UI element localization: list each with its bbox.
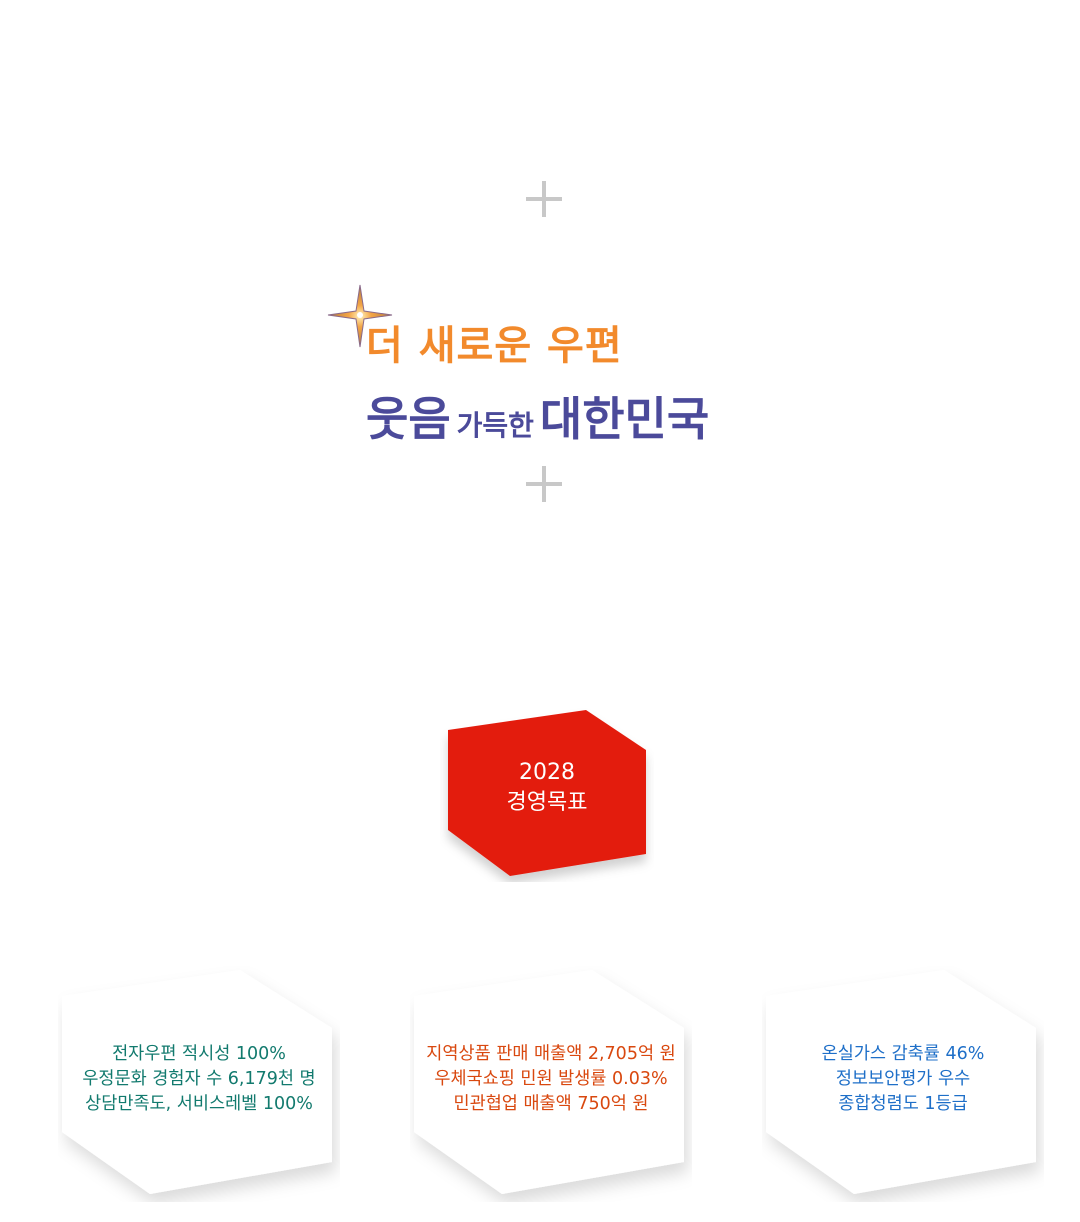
card-text: 전자우편 적시성 100% 우정문화 경험자 수 6,179천 명 상담만족도,… [64, 1042, 334, 1117]
card-line: 종합청렴도 1등급 [838, 1094, 968, 1114]
sparkle-icon [327, 284, 393, 348]
card-line: 전자우편 적시성 100% [112, 1044, 286, 1064]
card-line: 민관협업 매출액 750억 원 [453, 1094, 649, 1114]
slogan-word-full: 가득한 [456, 409, 534, 442]
goal-badge: 2028 경영목표 [440, 706, 654, 882]
slogan-word-smile: 웃음 [366, 392, 451, 446]
card-line: 온실가스 감축률 46% [821, 1044, 985, 1064]
card-text: 지역상품 판매 매출액 2,705억 원 우체국쇼핑 민원 발생률 0.03% … [416, 1042, 686, 1117]
slogan-line1: 더 새로운 우편 [366, 323, 623, 369]
card-line: 지역상품 판매 매출액 2,705억 원 [426, 1044, 676, 1064]
card-shape [766, 970, 1036, 1194]
card-line: 상담만족도, 서비스레벨 100% [85, 1094, 313, 1114]
card-text: 온실가스 감축률 46% 정보보안평가 우수 종합청렴도 1등급 [768, 1042, 1038, 1117]
card-shape [414, 970, 684, 1194]
goal-label: 경영목표 [506, 790, 588, 815]
goal-text: 2028 경영목표 [440, 758, 654, 818]
goal-card-esg: 온실가스 감축률 46% 정보보안평가 우수 종합청렴도 1등급 [762, 966, 1044, 1202]
plus-icon-top [526, 181, 562, 217]
slogan-word-korea: 대한민국 [539, 392, 710, 446]
plus-icon-bottom [526, 466, 562, 502]
card-line: 우정문화 경험자 수 6,179천 명 [82, 1069, 316, 1089]
card-shape [62, 970, 332, 1194]
card-line: 우체국쇼핑 민원 발생률 0.03% [434, 1069, 668, 1089]
goal-card-commerce: 지역상품 판매 매출액 2,705억 원 우체국쇼핑 민원 발생률 0.03% … [410, 966, 692, 1202]
goal-card-service: 전자우편 적시성 100% 우정문화 경험자 수 6,179천 명 상담만족도,… [58, 966, 340, 1202]
goal-year: 2028 [519, 760, 575, 785]
card-line: 정보보안평가 우수 [835, 1069, 971, 1089]
goal-badge-shape [448, 710, 646, 876]
